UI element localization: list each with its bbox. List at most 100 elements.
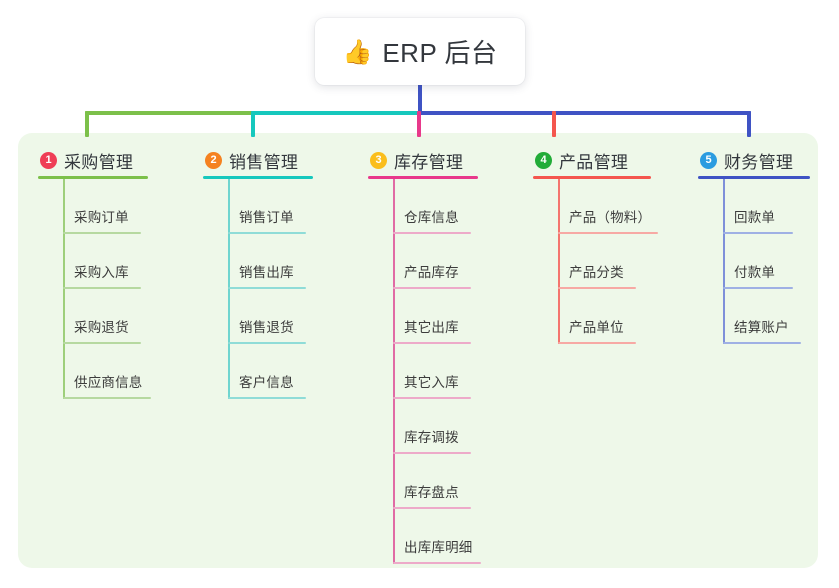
leaf-rule <box>228 397 306 399</box>
column-财务管理: 5 财务管理回款单付款单结算账户 <box>698 148 839 344</box>
column-spine <box>228 179 230 399</box>
leaf-rule <box>393 287 471 289</box>
column-rule <box>203 176 313 179</box>
leaf-label: 采购入库 <box>74 265 129 280</box>
leaf-label: 销售订单 <box>239 210 294 225</box>
leaf-label: 产品库存 <box>404 265 459 280</box>
leaf-label: 其它出库 <box>404 320 459 335</box>
column-badge-5: 5 <box>700 151 717 169</box>
thumbs-up-icon: 👍 <box>342 37 373 66</box>
leaf-rule <box>228 232 306 234</box>
leaf-rule <box>228 287 306 289</box>
column-title: 销售管理 <box>229 152 299 172</box>
leaf-item[interactable]: 采购退货 <box>38 289 188 344</box>
leaf-label: 供应商信息 <box>74 375 143 390</box>
column-采购管理: 1 采购管理采购订单采购入库采购退货供应商信息 <box>38 148 188 399</box>
leaf-list: 仓库信息产品库存其它出库其它入库库存调拨库存盘点出库库明细 <box>368 179 518 564</box>
leaf-rule <box>63 342 141 344</box>
column-title: 产品管理 <box>559 152 629 172</box>
leaf-label: 销售退货 <box>239 320 294 335</box>
leaf-item[interactable]: 供应商信息 <box>38 344 188 399</box>
bar-segment-green <box>85 111 255 115</box>
leaf-list: 回款单付款单结算账户 <box>698 179 839 344</box>
leaf-item[interactable]: 采购订单 <box>38 179 188 234</box>
leaf-item[interactable]: 库存调拨 <box>368 399 518 454</box>
column-badge-4: 4 <box>535 151 552 169</box>
leaf-rule <box>723 287 793 289</box>
leaf-item[interactable]: 其它出库 <box>368 289 518 344</box>
leaf-label: 采购订单 <box>74 210 129 225</box>
column-spine <box>558 179 560 344</box>
leaf-label: 采购退货 <box>74 320 129 335</box>
leaf-label: 库存调拨 <box>404 430 459 445</box>
root-node[interactable]: 👍 ERP 后台 <box>315 18 525 85</box>
stem-inventory <box>417 111 421 137</box>
leaf-rule <box>558 342 636 344</box>
column-title: 采购管理 <box>64 152 134 172</box>
column-header[interactable]: 5 财务管理 <box>698 148 839 172</box>
leaf-item[interactable]: 仓库信息 <box>368 179 518 234</box>
leaf-label: 销售出库 <box>239 265 294 280</box>
column-badge-2: 2 <box>205 151 222 169</box>
stem-purchasing <box>85 111 89 137</box>
column-spine <box>723 179 725 344</box>
leaf-item[interactable]: 产品分类 <box>533 234 693 289</box>
column-spine <box>393 179 395 564</box>
leaf-rule <box>228 342 306 344</box>
leaf-item[interactable]: 库存盘点 <box>368 454 518 509</box>
column-rule <box>38 176 148 179</box>
leaf-item[interactable]: 采购入库 <box>38 234 188 289</box>
leaf-label: 结算账户 <box>734 320 789 335</box>
leaf-label: 产品单位 <box>569 320 624 335</box>
column-销售管理: 2 销售管理销售订单销售出库销售退货客户信息 <box>203 148 353 399</box>
leaf-item[interactable]: 产品单位 <box>533 289 693 344</box>
leaf-label: 库存盘点 <box>404 485 459 500</box>
stem-sales <box>251 111 255 137</box>
leaf-rule <box>63 287 141 289</box>
leaf-rule <box>558 287 636 289</box>
stem-finance <box>747 111 751 137</box>
leaf-rule <box>723 232 793 234</box>
leaf-list: 销售订单销售出库销售退货客户信息 <box>203 179 353 399</box>
column-header[interactable]: 1 采购管理 <box>38 148 188 172</box>
leaf-item[interactable]: 付款单 <box>698 234 839 289</box>
leaf-rule <box>393 342 471 344</box>
column-header[interactable]: 2 销售管理 <box>203 148 353 172</box>
column-rule <box>533 176 651 179</box>
leaf-item[interactable]: 结算账户 <box>698 289 839 344</box>
leaf-rule <box>63 397 151 399</box>
leaf-rule <box>723 342 801 344</box>
column-title: 财务管理 <box>724 152 794 172</box>
leaf-label: 其它入库 <box>404 375 459 390</box>
column-header[interactable]: 4 产品管理 <box>533 148 693 172</box>
leaf-label: 付款单 <box>734 265 776 280</box>
leaf-item[interactable]: 其它入库 <box>368 344 518 399</box>
leaf-item[interactable]: 出库库明细 <box>368 509 518 564</box>
leaf-item[interactable]: 销售订单 <box>203 179 353 234</box>
bar-segment-blue <box>418 111 751 115</box>
column-spine <box>63 179 65 399</box>
leaf-label: 出库库明细 <box>404 540 473 555</box>
leaf-label: 回款单 <box>734 210 776 225</box>
leaf-item[interactable]: 产品库存 <box>368 234 518 289</box>
leaf-item[interactable]: 回款单 <box>698 179 839 234</box>
leaf-label: 仓库信息 <box>404 210 459 225</box>
leaf-rule <box>393 397 471 399</box>
column-badge-1: 1 <box>40 151 57 169</box>
leaf-item[interactable]: 销售出库 <box>203 234 353 289</box>
leaf-item[interactable]: 产品（物料） <box>533 179 693 234</box>
leaf-list: 采购订单采购入库采购退货供应商信息 <box>38 179 188 399</box>
leaf-item[interactable]: 销售退货 <box>203 289 353 344</box>
root-trunk-connector <box>418 84 422 115</box>
bar-segment-teal <box>253 111 420 115</box>
leaf-rule <box>393 507 471 509</box>
leaf-rule <box>393 232 471 234</box>
stem-product <box>552 111 556 137</box>
leaf-item[interactable]: 客户信息 <box>203 344 353 399</box>
column-badge-3: 3 <box>370 151 387 169</box>
leaf-rule <box>393 562 481 564</box>
column-rule <box>698 176 810 179</box>
